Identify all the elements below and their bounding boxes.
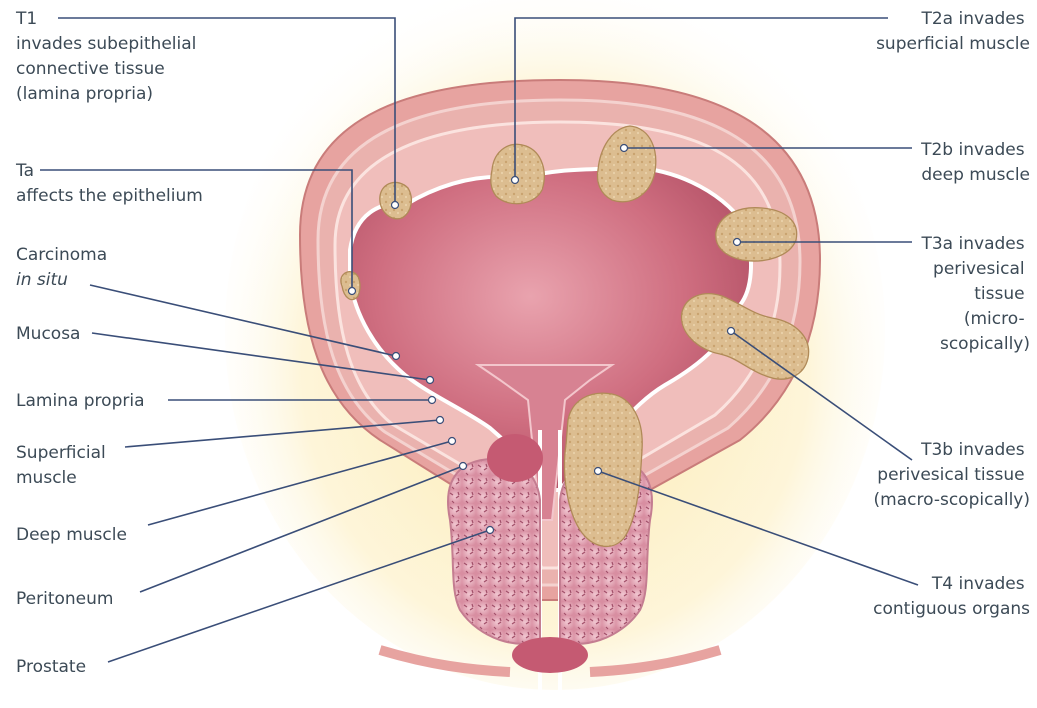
seminal-swelling-left (487, 434, 543, 482)
dot-prostate (487, 527, 494, 534)
label-superficial-muscle: Superficial muscle (16, 443, 111, 488)
label-t2a-2: superficial muscle (876, 34, 1030, 54)
label-t3a-1: T3a invades (920, 234, 1024, 254)
dot-cis (393, 353, 400, 360)
dot-lamina-propria (429, 397, 436, 404)
dot-t4 (595, 468, 602, 475)
tumor-t3a (716, 208, 797, 261)
urethral-sphincter (512, 637, 588, 673)
label-t2b: T2b invades deep muscle (920, 140, 1030, 185)
label-cis-name: Carcinoma (16, 245, 107, 265)
label-superficial-muscle-2: muscle (16, 468, 77, 488)
label-peritoneum: Peritoneum (16, 589, 113, 609)
label-t3a-3: tissue (974, 284, 1024, 304)
label-t3b-3: (macro-scopically) (874, 490, 1030, 510)
label-t1-desc-1: invades subepithelial (16, 34, 196, 54)
label-t2a: T2a invades superficial muscle (876, 9, 1030, 54)
label-t3a: T3a invades perivesical tissue (micro- s… (920, 234, 1030, 354)
label-t3a-4: (micro- (964, 309, 1025, 329)
label-t1-desc-3: (lamina propria) (16, 84, 153, 104)
label-t1: T1 invades subepithelial connective tiss… (15, 9, 202, 104)
dot-superficial-muscle (437, 417, 444, 424)
label-t2b-2: deep muscle (921, 165, 1030, 185)
label-t3b-2: perivesical tissue (877, 465, 1024, 485)
label-mucosa: Mucosa (16, 324, 80, 344)
label-superficial-muscle-1: Superficial (16, 443, 106, 463)
label-t2b-1: T2b invades (920, 140, 1025, 160)
label-t3a-5: scopically) (940, 334, 1030, 354)
label-t1-name: T1 (15, 9, 37, 29)
label-t3a-2: perivesical (933, 259, 1025, 279)
label-ta-name: Ta (15, 161, 34, 181)
label-t4-1: T4 invades (931, 574, 1025, 594)
label-cis-desc: in situ (16, 270, 68, 290)
label-t4: T4 invades contiguous organs (873, 574, 1030, 619)
dot-t1 (392, 202, 399, 209)
label-lamina-propria: Lamina propria (16, 391, 145, 411)
dot-mucosa (427, 377, 434, 384)
dot-ta (349, 288, 356, 295)
tumor-t2a (491, 144, 544, 203)
label-ta-desc: affects the epithelium (16, 186, 203, 206)
dot-deep-muscle (449, 438, 456, 445)
label-t1-desc-2: connective tissue (16, 59, 165, 79)
dot-t2a (512, 177, 519, 184)
label-deep-muscle: Deep muscle (16, 525, 127, 545)
label-t3b-1: T3b invades (920, 440, 1025, 460)
label-prostate: Prostate (16, 657, 86, 677)
label-cis: Carcinoma in situ (16, 245, 113, 290)
label-ta: Ta affects the epithelium (15, 161, 203, 206)
label-t4-2: contiguous organs (873, 599, 1030, 619)
label-t2a-1: T2a invades (920, 9, 1024, 29)
label-t3b: T3b invades perivesical tissue (macro-sc… (874, 440, 1030, 510)
left-labels: T1 invades subepithelial connective tiss… (15, 9, 203, 677)
right-labels: T2a invades superficial muscle T2b invad… (873, 9, 1030, 619)
dot-peritoneum (460, 463, 467, 470)
dot-t3b (728, 328, 735, 335)
dot-t3a (734, 239, 741, 246)
tumor-t4 (565, 393, 643, 546)
dot-t2b (621, 145, 628, 152)
